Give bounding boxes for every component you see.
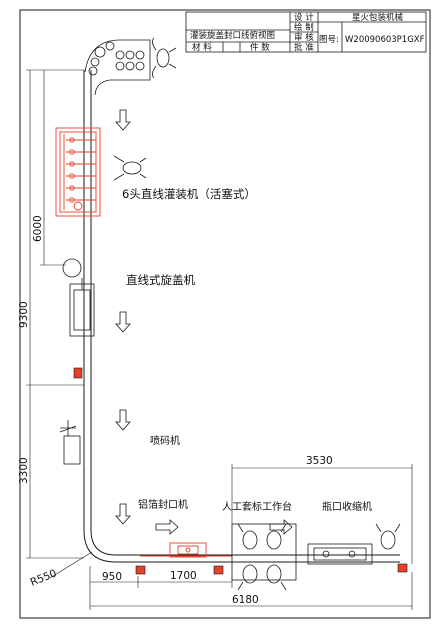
dim-r550: R550: [29, 567, 59, 588]
label-coder: 喷码机: [150, 434, 180, 447]
operator-top: [152, 37, 177, 79]
approve-label: 批 准: [294, 42, 314, 53]
draft-label: 绘 制: [294, 22, 314, 33]
drawing-number: W20090603P1GXF: [345, 35, 425, 45]
conveyor: [83, 70, 400, 563]
label-labeling: 人工套标工作台: [222, 500, 292, 513]
dim-6000: 6000: [32, 215, 44, 242]
foil-sealer: [140, 542, 232, 558]
coding-machine: [59, 420, 81, 465]
flow-arrows: [115, 109, 293, 535]
dim-3530: 3530: [306, 455, 333, 467]
drawing-title: 灌装旋盖封口线俯视图: [190, 30, 275, 41]
capping-machine: [62, 258, 95, 337]
drawing-no-label: 图号:: [319, 35, 339, 45]
label-filler: 6头直线灌装机（活塞式）: [122, 187, 256, 201]
dim-9300: 9300: [18, 301, 30, 328]
design-label: 设 计: [294, 12, 314, 23]
dim-1700: 1700: [170, 570, 197, 582]
sealer-marker-right: [213, 565, 224, 575]
dim-950: 950: [102, 571, 122, 583]
turntable-feeder: [84, 39, 151, 96]
shrink-machine: [307, 523, 401, 565]
dim-6180: 6180: [232, 594, 259, 606]
capper-base-marker: [73, 367, 83, 379]
shrink-marker: [397, 563, 408, 573]
review-label: 审 核: [294, 32, 314, 43]
pieces-label: 件 数: [250, 42, 270, 53]
company-name: 星火包装机械: [352, 12, 404, 23]
dim-3300: 3300: [18, 457, 30, 484]
title-block: [185, 11, 427, 53]
sealer-marker-left: [135, 565, 146, 575]
labeling-workbench: [231, 523, 297, 591]
label-shrink: 瓶口收缩机: [322, 500, 372, 513]
material-label: 材 料: [192, 42, 212, 53]
operator-filler: [113, 155, 147, 181]
label-capper: 直线式旋盖机: [126, 273, 195, 287]
dimension-lines: [26, 69, 413, 610]
drawing-frame: [19, 9, 431, 619]
filling-machine: [55, 127, 101, 217]
label-sealer: 铝箔封口机: [138, 498, 188, 511]
